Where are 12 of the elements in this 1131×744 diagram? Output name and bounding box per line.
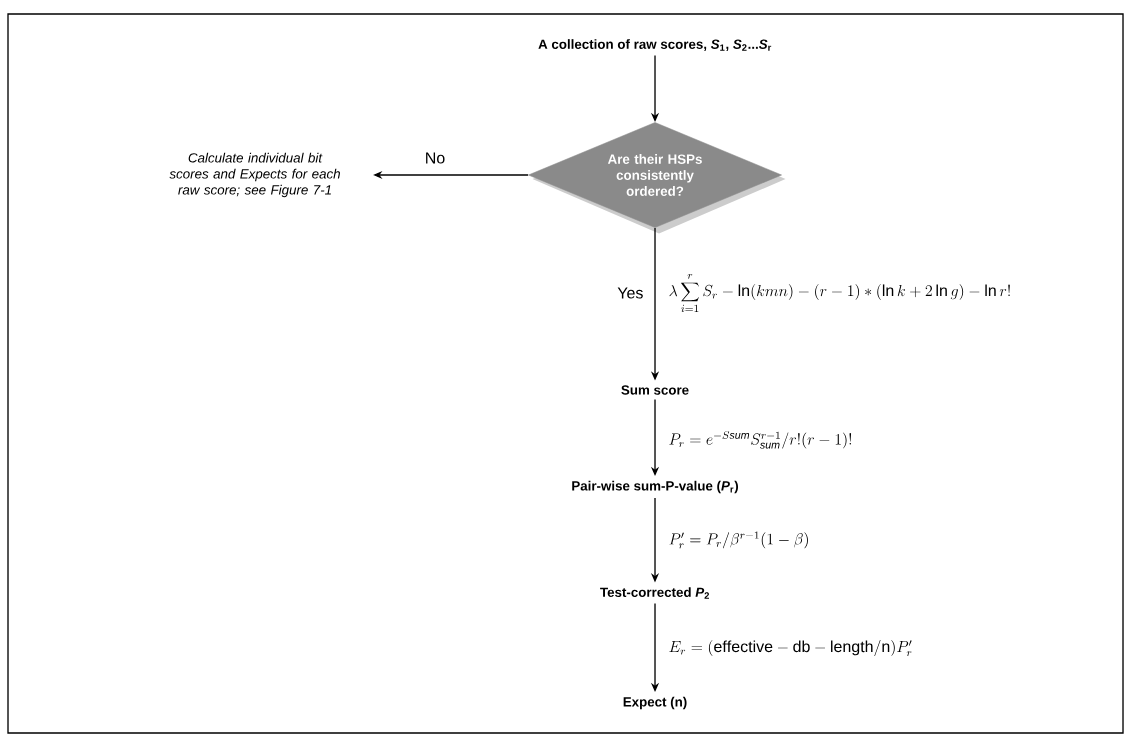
heading-text: A collection of raw scores, S$_{1}$, S$_{2}$...S$_{r}$ [538, 39, 772, 51]
step-text: Test-corrected P$_{2}$ [600, 587, 709, 599]
step-text: Expect (n) [623, 696, 687, 710]
step-text: Pair-wise sum-P-value (P$_{r}$) [572, 480, 738, 494]
step-text: Sum score [621, 385, 689, 395]
formula-label: $\lambda\sum_{i=1}^{r} S_r - \ln(kmn) - (r-1)*(\ln k + 2\ln g) - \ln r!$ [669, 273, 1010, 313]
edge-label: $P_r = e^{-S\mathit{sum}} S_{\mathit{sum}}^{r-1}/r!(r-1)!$ [669, 431, 852, 449]
edge-label: Yes [617, 287, 643, 299]
note-text: Calculate individual bit scores and Expects for each raw score; see Figure 7-1 [169, 152, 340, 198]
edge-label: No [426, 152, 445, 164]
edge-label: $P_r' = P_r/\beta^{r-1}(1-\beta)$ [669, 531, 808, 549]
edge-label: $E_r = (\mathrm{effective}-\mathrm{db}-\mathrm{length}/\mathrm{n})P_r'$ [669, 640, 912, 657]
